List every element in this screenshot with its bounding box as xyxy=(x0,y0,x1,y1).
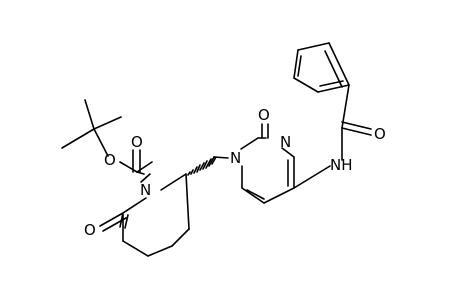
atom-n3-pyrimidine: N xyxy=(280,133,291,151)
atom-n-piperidine: N xyxy=(140,181,151,199)
atom-nh-amide: NH xyxy=(330,156,353,174)
benzene-ring xyxy=(293,42,350,129)
ring-carbonyl xyxy=(99,212,127,232)
atom-labels: O N O O N O N NH O xyxy=(84,106,386,239)
methylene-linker xyxy=(213,156,229,159)
boc-carbamate xyxy=(119,149,153,175)
pyrimidinone-ring xyxy=(240,137,295,204)
atom-o-ester: O xyxy=(104,151,116,169)
benzamide-linkage xyxy=(293,121,372,189)
atom-o-boc-carbonyl: O xyxy=(131,133,143,151)
atom-o-benzoyl: O xyxy=(374,125,386,143)
pyrimidinone-carbonyl xyxy=(261,123,269,139)
piperidinone-ring xyxy=(119,173,190,257)
atom-n1-pyrimidine: N xyxy=(230,149,241,167)
tert-butyl-group xyxy=(61,99,122,157)
hashed-stereo-bond xyxy=(187,156,217,176)
atom-o2-pyrimidine: O xyxy=(258,106,270,124)
atom-o-ring-carbonyl: O xyxy=(84,221,96,239)
